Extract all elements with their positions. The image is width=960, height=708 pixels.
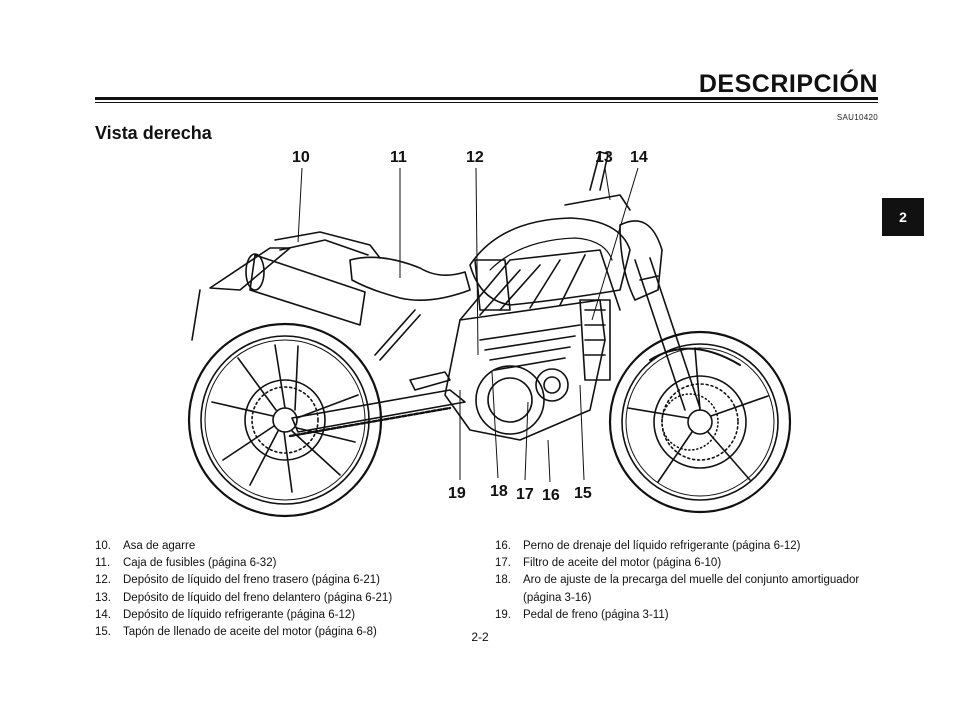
grab-rail — [274, 231, 381, 259]
engine — [444, 299, 606, 441]
legend-num: 13. — [95, 591, 111, 604]
brake-pedal — [409, 371, 451, 391]
header-rule-thick — [95, 97, 878, 100]
legend-text: Depósito de líquido refrigerante (página… — [123, 608, 356, 621]
callout-19: 19 — [448, 485, 466, 502]
chapter-tab[interactable]: 2 — [882, 198, 924, 236]
legend-num: 10. — [95, 540, 111, 552]
legend-num: 15. — [95, 626, 111, 639]
callout-14: 14 — [630, 149, 648, 166]
legend-text: Asa de agarre — [123, 540, 196, 552]
legend-text: Pedal de freno (página 3-11) — [523, 608, 669, 621]
front-fender — [649, 347, 741, 366]
headlight-cowl — [619, 220, 663, 301]
header-rule-thin — [95, 102, 878, 103]
callout-15: 15 — [574, 485, 592, 502]
legend-text: Tapón de llenado de aceite del motor (pá… — [123, 626, 377, 639]
legend-num: 11. — [95, 557, 111, 570]
callout-16: 16 — [542, 487, 560, 504]
legend-item: 12. Depósito de líquido del freno trasero… — [95, 572, 475, 589]
section-code: SAU10420 — [836, 113, 878, 122]
legend-right-column: 16. Perno de drenaje del líquido refriger… — [495, 538, 885, 624]
legend-item: 11. Caja de fusibles (página 6-32) — [95, 555, 475, 572]
callout-18: 18 — [490, 483, 508, 500]
legend-text: Filtro de aceite del motor (página 6-10) — [523, 557, 722, 570]
callout-17: 17 — [516, 486, 534, 503]
callout-11: 11 — [390, 149, 407, 166]
motorcycle-right-view-diagram: 10 11 12 13 14 19 18 17 16 15 — [187, 149, 792, 518]
drive-chain — [288, 406, 452, 438]
legend-left-column: 10. Asa de agarre 11. Caja de fusibles (pá… — [95, 538, 475, 641]
front-fork — [634, 257, 701, 411]
exhaust — [245, 253, 366, 326]
rear-wheel — [187, 322, 383, 518]
legend-num: 19. — [495, 608, 511, 621]
section-heading: Vista derecha — [95, 123, 212, 143]
frame-trellis — [459, 249, 621, 321]
tail — [191, 247, 291, 341]
callout-12: 12 — [466, 149, 484, 166]
swingarm — [291, 389, 466, 433]
rear-shock — [374, 309, 421, 361]
callout-13: 13 — [595, 149, 613, 166]
legend-num: 17. — [495, 557, 511, 570]
legend-text: Aro de ajuste de la precarga del muelle … — [523, 574, 860, 604]
seat — [349, 256, 471, 302]
legend-text: Depósito de líquido del freno delantero … — [123, 591, 393, 604]
front-wheel — [608, 330, 792, 514]
legend-item: 17. Filtro de aceite del motor (página 6-… — [495, 555, 885, 572]
legend-num: 12. — [95, 574, 111, 587]
legend-item: 10. Asa de agarre — [95, 538, 475, 555]
legend-text: Caja de fusibles (página 6-32) — [123, 557, 277, 570]
chapter-title: DESCRIPCIÓN — [698, 70, 878, 98]
legend-item: 13. Depósito de líquido del freno delante… — [95, 590, 475, 607]
radiator — [579, 299, 611, 381]
legend-item: 14. Depósito de líquido refrigerante (pág… — [95, 607, 475, 624]
legend-text: Depósito de líquido del freno trasero (p… — [123, 574, 380, 587]
legend-item: 16. Perno de drenaje del líquido refriger… — [495, 538, 885, 555]
legend-item: 15. Tapón de llenado de aceite del motor … — [95, 624, 475, 641]
legend-item: 18. Aro de ajuste de la precarga del muel… — [495, 572, 885, 606]
side-cover — [474, 259, 511, 311]
legend-num: 14. — [95, 608, 111, 621]
callout-10: 10 — [292, 149, 310, 166]
legend-text: Perno de drenaje del líquido refrigerant… — [523, 540, 801, 552]
legend-item: 19. Pedal de freno (página 3-11) — [495, 607, 885, 624]
fuel-tank — [469, 217, 631, 306]
page-number: 2-2 — [471, 630, 489, 644]
legend-num: 16. — [495, 540, 511, 552]
legend-num: 18. — [495, 574, 511, 587]
